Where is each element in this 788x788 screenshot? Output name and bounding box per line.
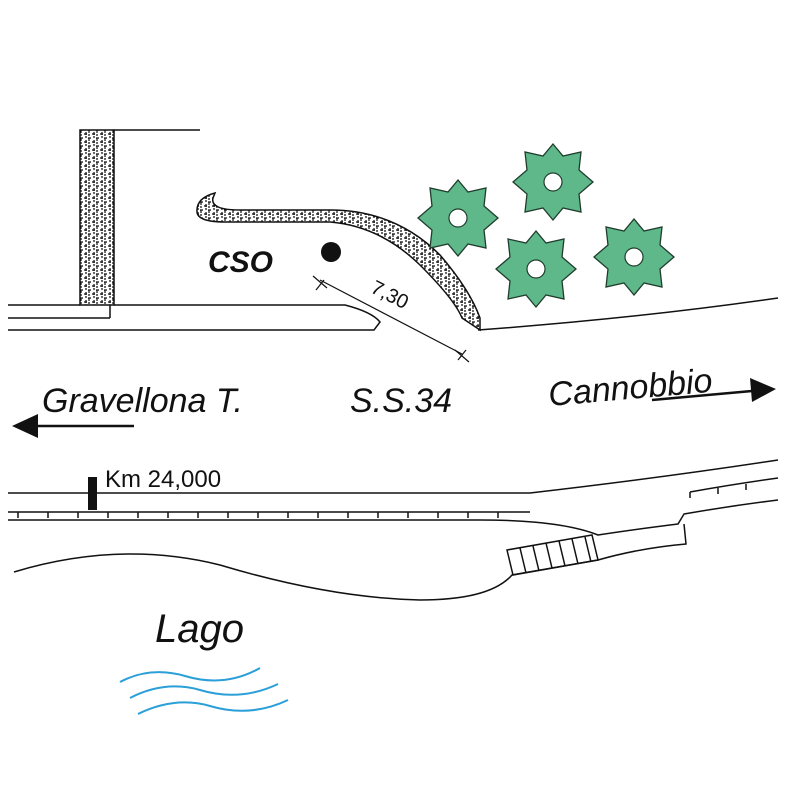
dimension-line xyxy=(312,275,470,363)
cso-point xyxy=(321,242,341,262)
lake-label: Lago xyxy=(155,607,244,651)
road-south-edge xyxy=(8,459,779,536)
cso-structure xyxy=(196,191,481,332)
tree-icon xyxy=(417,178,499,258)
west-destination-label: Gravellona T. xyxy=(42,382,243,420)
kilometer-marker-label: Km 24,000 xyxy=(105,466,221,493)
cso-label: CSO xyxy=(208,246,273,279)
east-destination-label: Cannobbio xyxy=(547,362,714,414)
kilometer-marker-post xyxy=(88,477,97,510)
railway-ticks xyxy=(17,484,747,518)
road-label: S.S.34 xyxy=(350,382,452,420)
tree-icon xyxy=(495,229,577,309)
tree-icon xyxy=(512,142,594,222)
lake-steps xyxy=(506,534,599,576)
building-wall xyxy=(79,129,200,306)
water-waves-icon xyxy=(119,667,289,715)
tree-icon xyxy=(593,217,675,297)
tree-group xyxy=(417,142,675,309)
lake-shoreline xyxy=(13,523,687,601)
arrow-west-icon xyxy=(12,414,134,438)
road-north-edge xyxy=(8,297,779,331)
arrow-east-icon xyxy=(651,378,776,402)
